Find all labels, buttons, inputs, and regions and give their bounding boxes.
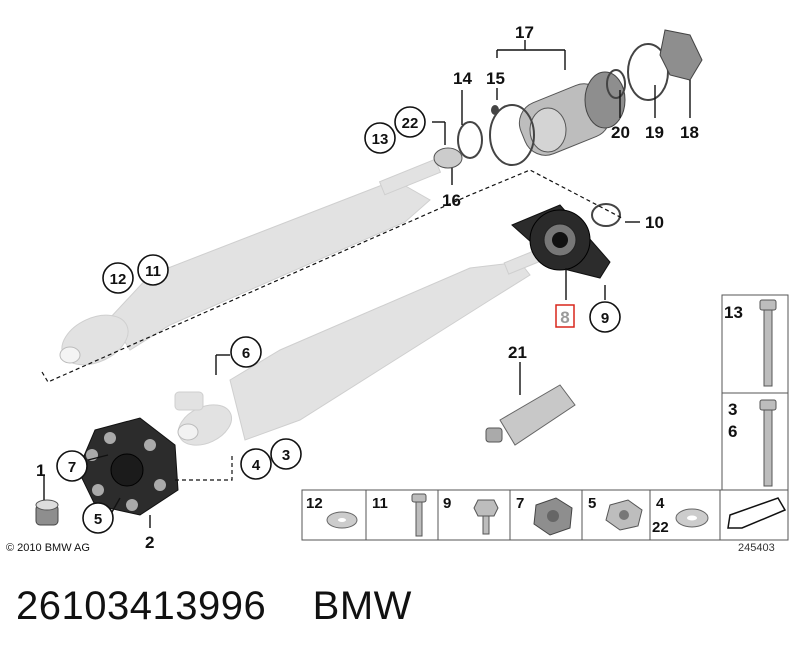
callout-3: 3 [282, 447, 290, 464]
callout-6: 6 [242, 345, 250, 362]
legend-13: 13 [724, 303, 743, 322]
callout-19: 19 [645, 123, 664, 142]
callout-7: 7 [68, 459, 76, 476]
callout-circle-3 [270, 438, 302, 470]
callout-circle-11 [137, 254, 169, 286]
brand-name: BMW [312, 584, 412, 628]
highlight-box-8 [555, 304, 575, 328]
flex-disc [77, 417, 179, 516]
assembly-dash-outline [41, 169, 623, 383]
exploded-parts-diagram: 17 14 15 22 13 20 19 18 16 10 12 11 8 9 … [35, 23, 789, 552]
leader-lines [43, 40, 691, 528]
legend-22: 22 [652, 519, 669, 536]
legend-11: 11 [372, 495, 388, 512]
callout-11: 11 [145, 263, 161, 280]
copyright-notice: © 2010 BMW AG [6, 542, 90, 554]
grease-tube [485, 384, 576, 446]
callout-15: 15 [486, 69, 505, 88]
callout-circle-5 [82, 502, 114, 534]
legend-5: 5 [588, 495, 596, 512]
callout-circle-7 [56, 450, 88, 482]
callout-20: 20 [611, 123, 630, 142]
callout-circle-9 [589, 301, 621, 333]
callout-2: 2 [145, 533, 154, 552]
diagram-number: 245403 [738, 542, 775, 554]
callout-9: 9 [601, 310, 609, 327]
callout-22: 22 [402, 115, 419, 132]
callout-circle-12 [102, 262, 134, 294]
callout-21: 21 [508, 343, 527, 362]
callout-circle-13 [364, 122, 396, 154]
legend-3: 3 [728, 400, 737, 419]
bolt-legend-panel: 13 3 6 [721, 294, 789, 491]
legend-6: 6 [728, 422, 737, 441]
callout-5: 5 [94, 511, 102, 528]
center-bearing [511, 203, 621, 279]
caption-spacer [266, 584, 312, 628]
lower-dash-line [175, 456, 233, 481]
centering-bushing [35, 499, 59, 526]
callout-18: 18 [680, 123, 699, 142]
legend-7: 7 [516, 495, 524, 512]
rear-coupling [433, 29, 703, 169]
callout-circle-22 [394, 106, 426, 138]
callouts: 17 14 15 22 13 20 19 18 16 10 12 11 8 9 … [36, 23, 699, 552]
callout-10: 10 [645, 213, 664, 232]
next-page-arrow-icon [727, 497, 787, 529]
callout-16: 16 [442, 191, 461, 210]
hardware-legend-strip: 12 11 9 7 5 4 22 [301, 489, 789, 541]
callout-4: 4 [252, 457, 261, 474]
callout-14: 14 [453, 69, 472, 88]
legend-12: 12 [306, 495, 323, 512]
rear-shaft [59, 158, 442, 366]
callout-1: 1 [36, 461, 45, 480]
callout-circle-6 [230, 336, 262, 368]
legend-9: 9 [443, 495, 451, 512]
part-caption: 26103413996 BMW [16, 584, 412, 629]
callout-8: 8 [560, 308, 569, 327]
part-number: 26103413996 [16, 584, 267, 628]
callout-circle-4 [240, 448, 272, 480]
legend-4: 4 [656, 495, 665, 512]
callout-13: 13 [372, 131, 389, 148]
callout-17: 17 [515, 23, 534, 42]
callout-12: 12 [110, 271, 127, 288]
